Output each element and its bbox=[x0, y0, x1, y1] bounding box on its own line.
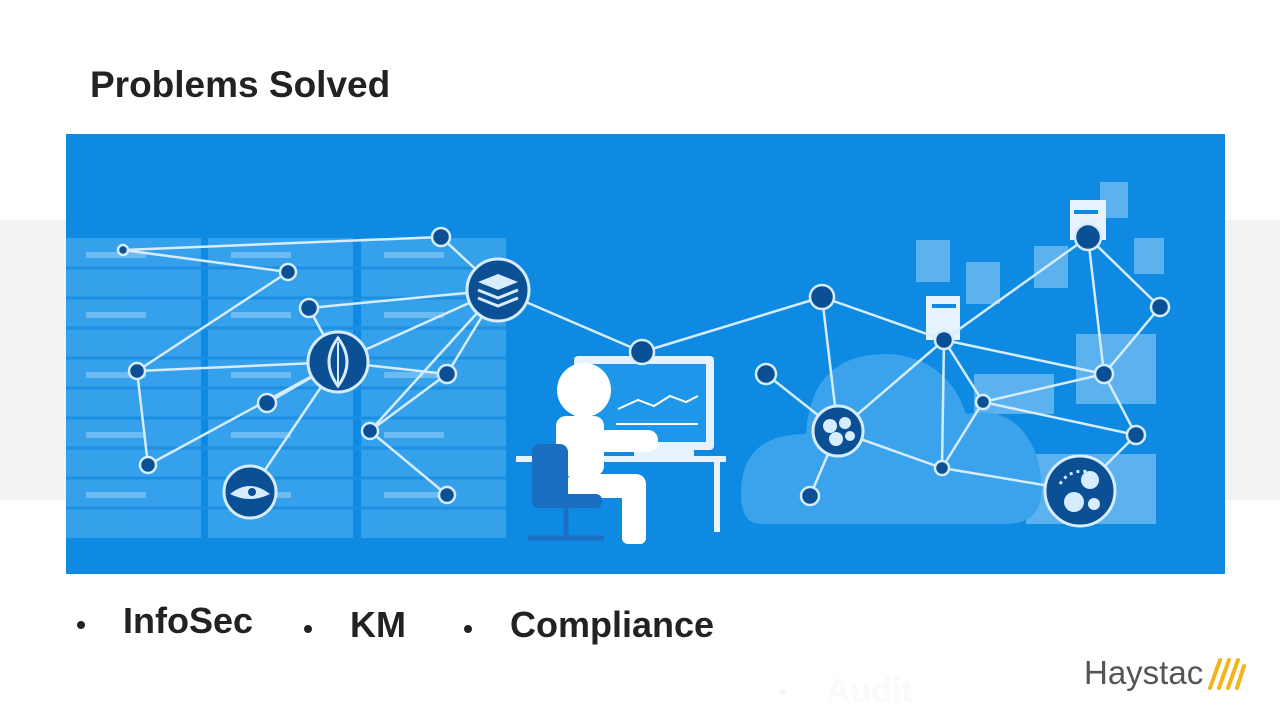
hero-illustration bbox=[66, 134, 1225, 574]
server-icon bbox=[932, 210, 1098, 308]
logo-wordmark: Haystac bbox=[1084, 654, 1204, 691]
faded-bullet-dot-icon bbox=[780, 689, 786, 695]
database-stack-icon bbox=[465, 257, 531, 323]
haystac-logo: Haystac bbox=[1084, 652, 1254, 696]
eye-icon bbox=[222, 464, 278, 520]
person-at-computer-icon bbox=[528, 363, 658, 544]
bullet-dot-icon bbox=[304, 625, 312, 633]
leaf-icon bbox=[306, 330, 370, 394]
bullet-item: KM bbox=[304, 604, 406, 646]
bullet-item: Compliance bbox=[464, 604, 714, 646]
bullet-dot-icon bbox=[464, 625, 472, 633]
logo-slashes-icon bbox=[1208, 658, 1246, 690]
cluster-icon bbox=[811, 404, 865, 458]
faded-bullet: Audit bbox=[826, 672, 913, 710]
page-title: Problems Solved bbox=[90, 64, 391, 105]
bullet-dot-icon bbox=[77, 621, 85, 629]
bullet-list: InfoSec KM Compliance bbox=[0, 596, 900, 656]
bullet-item: InfoSec bbox=[77, 600, 253, 642]
graph-orbit-icon bbox=[1043, 454, 1117, 528]
